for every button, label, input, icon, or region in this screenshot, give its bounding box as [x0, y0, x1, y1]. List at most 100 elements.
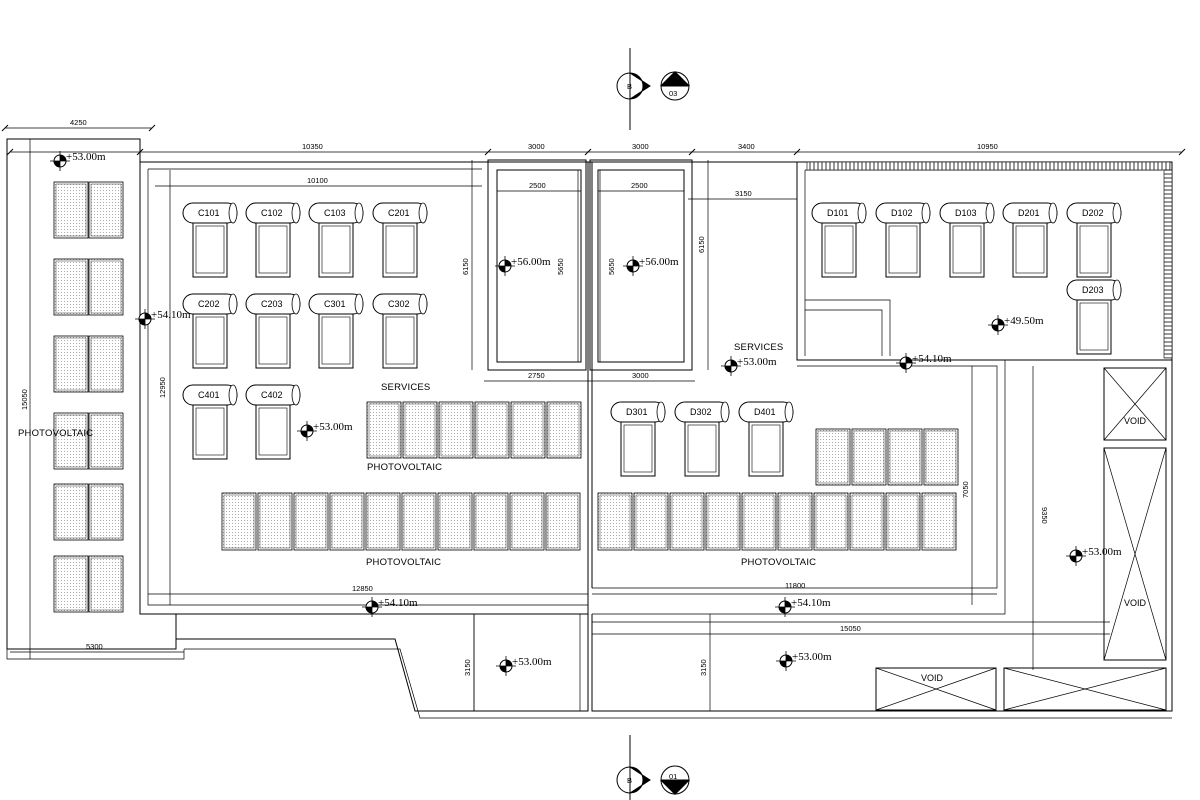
svg-text:15050: 15050 — [840, 624, 861, 633]
heater-unit: D202 — [1066, 202, 1122, 278]
heater-unit: C101 — [182, 202, 238, 278]
pv-panel — [293, 492, 329, 551]
pv-panel — [402, 401, 438, 459]
heater-unit: D401 — [738, 401, 794, 477]
level-marker: +54.10m — [362, 597, 418, 617]
pv-array-middle — [366, 401, 582, 459]
unit-label: C203 — [261, 299, 283, 309]
svg-text:10100: 10100 — [307, 176, 328, 185]
pv-panel — [53, 335, 89, 393]
pv-panel — [88, 483, 124, 541]
level-value: +56.00m — [511, 256, 551, 268]
heater-unit: D302 — [674, 401, 730, 477]
pv-panel — [705, 492, 741, 551]
level-value: +53.00m — [313, 421, 353, 433]
pv-array-right — [815, 428, 959, 486]
pv-panel — [851, 428, 887, 486]
unit-label: C202 — [198, 299, 220, 309]
heater-unit: D103 — [939, 202, 995, 278]
level-value: +49.50m — [1004, 315, 1044, 327]
heater-unit: D203 — [1066, 279, 1122, 355]
svg-text:15050: 15050 — [20, 389, 29, 410]
svg-text:10350: 10350 — [302, 142, 323, 151]
pv-panel — [53, 181, 89, 239]
unit-label: C103 — [324, 208, 346, 218]
void-2: VOID — [1103, 447, 1167, 661]
photovoltaic-label: PHOTOVOLTAIC — [367, 462, 442, 473]
pv-panel — [438, 401, 474, 459]
pv-panel — [88, 555, 124, 613]
pv-panel — [88, 258, 124, 316]
pv-panel — [329, 492, 365, 551]
pv-panel — [510, 401, 546, 459]
pv-panel — [509, 492, 545, 551]
pv-panel — [815, 428, 851, 486]
unit-label: C402 — [261, 390, 283, 400]
unit-label: D401 — [754, 407, 776, 417]
pv-panel — [88, 335, 124, 393]
heater-unit: C103 — [308, 202, 364, 278]
unit-label: C201 — [388, 208, 410, 218]
level-value: +54.10m — [151, 309, 191, 321]
level-marker: +54.10m — [896, 353, 952, 373]
level-value: +54.10m — [791, 597, 831, 609]
heater-unit: C201 — [372, 202, 428, 278]
level-marker: +56.00m — [495, 256, 551, 276]
pv-array-bottom-left — [221, 492, 581, 551]
svg-text:6150: 6150 — [697, 236, 706, 253]
pv-panel — [221, 492, 257, 551]
svg-text:3150: 3150 — [699, 659, 708, 676]
heater-unit: D102 — [875, 202, 931, 278]
pv-panel — [545, 492, 581, 551]
section-marker-bottom: B 01 — [616, 735, 690, 800]
heater-unit: D301 — [610, 401, 666, 477]
svg-text:2500: 2500 — [529, 181, 546, 190]
svg-text:9350: 9350 — [1040, 507, 1049, 524]
void-label: VOID — [1124, 416, 1147, 426]
pv-panel — [921, 492, 957, 551]
dimension-values: 4250 10350 3000 3000 3400 10950 10100 25… — [20, 118, 1049, 676]
level-marker: +53.00m — [776, 651, 832, 671]
section-marker-top: B 03 — [616, 48, 690, 130]
level-value: +53.00m — [512, 656, 552, 668]
level-value: +53.00m — [66, 151, 106, 163]
tank-right — [589, 159, 693, 371]
svg-text:3000: 3000 — [632, 142, 649, 151]
heater-unit: C301 — [308, 293, 364, 369]
svg-text:2750: 2750 — [528, 371, 545, 380]
pv-panel — [473, 492, 509, 551]
pv-array-bottom-right — [597, 492, 957, 551]
svg-text:3000: 3000 — [528, 142, 545, 151]
pv-panel — [923, 428, 959, 486]
pv-panel — [813, 492, 849, 551]
svg-text:3000: 3000 — [632, 371, 649, 380]
photovoltaic-label: PHOTOVOLTAIC — [18, 428, 93, 439]
pv-panel — [597, 492, 633, 551]
pv-panel — [257, 492, 293, 551]
svg-text:3150: 3150 — [735, 189, 752, 198]
svg-text:B: B — [627, 776, 632, 785]
svg-text:5650: 5650 — [607, 258, 616, 275]
svg-text:4250: 4250 — [70, 118, 87, 127]
pv-panel — [633, 492, 669, 551]
pv-panel — [849, 492, 885, 551]
services-label: SERVICES — [381, 382, 430, 393]
railing-top — [806, 161, 1171, 171]
pv-panel — [437, 492, 473, 551]
level-value: +53.00m — [737, 356, 777, 368]
unit-label: C401 — [198, 390, 220, 400]
heater-unit: C302 — [372, 293, 428, 369]
pv-panel — [885, 492, 921, 551]
void-label: VOID — [921, 673, 944, 683]
pv-panel — [365, 492, 401, 551]
svg-text:11800: 11800 — [785, 581, 805, 590]
unit-label: C102 — [261, 208, 283, 218]
void-3: VOID — [875, 667, 1167, 711]
pv-panel — [53, 412, 89, 470]
pv-array-left — [53, 181, 124, 613]
services-label: SERVICES — [734, 342, 783, 353]
heater-unit: C202 — [182, 293, 238, 369]
level-marker: +54.10m — [775, 597, 831, 617]
